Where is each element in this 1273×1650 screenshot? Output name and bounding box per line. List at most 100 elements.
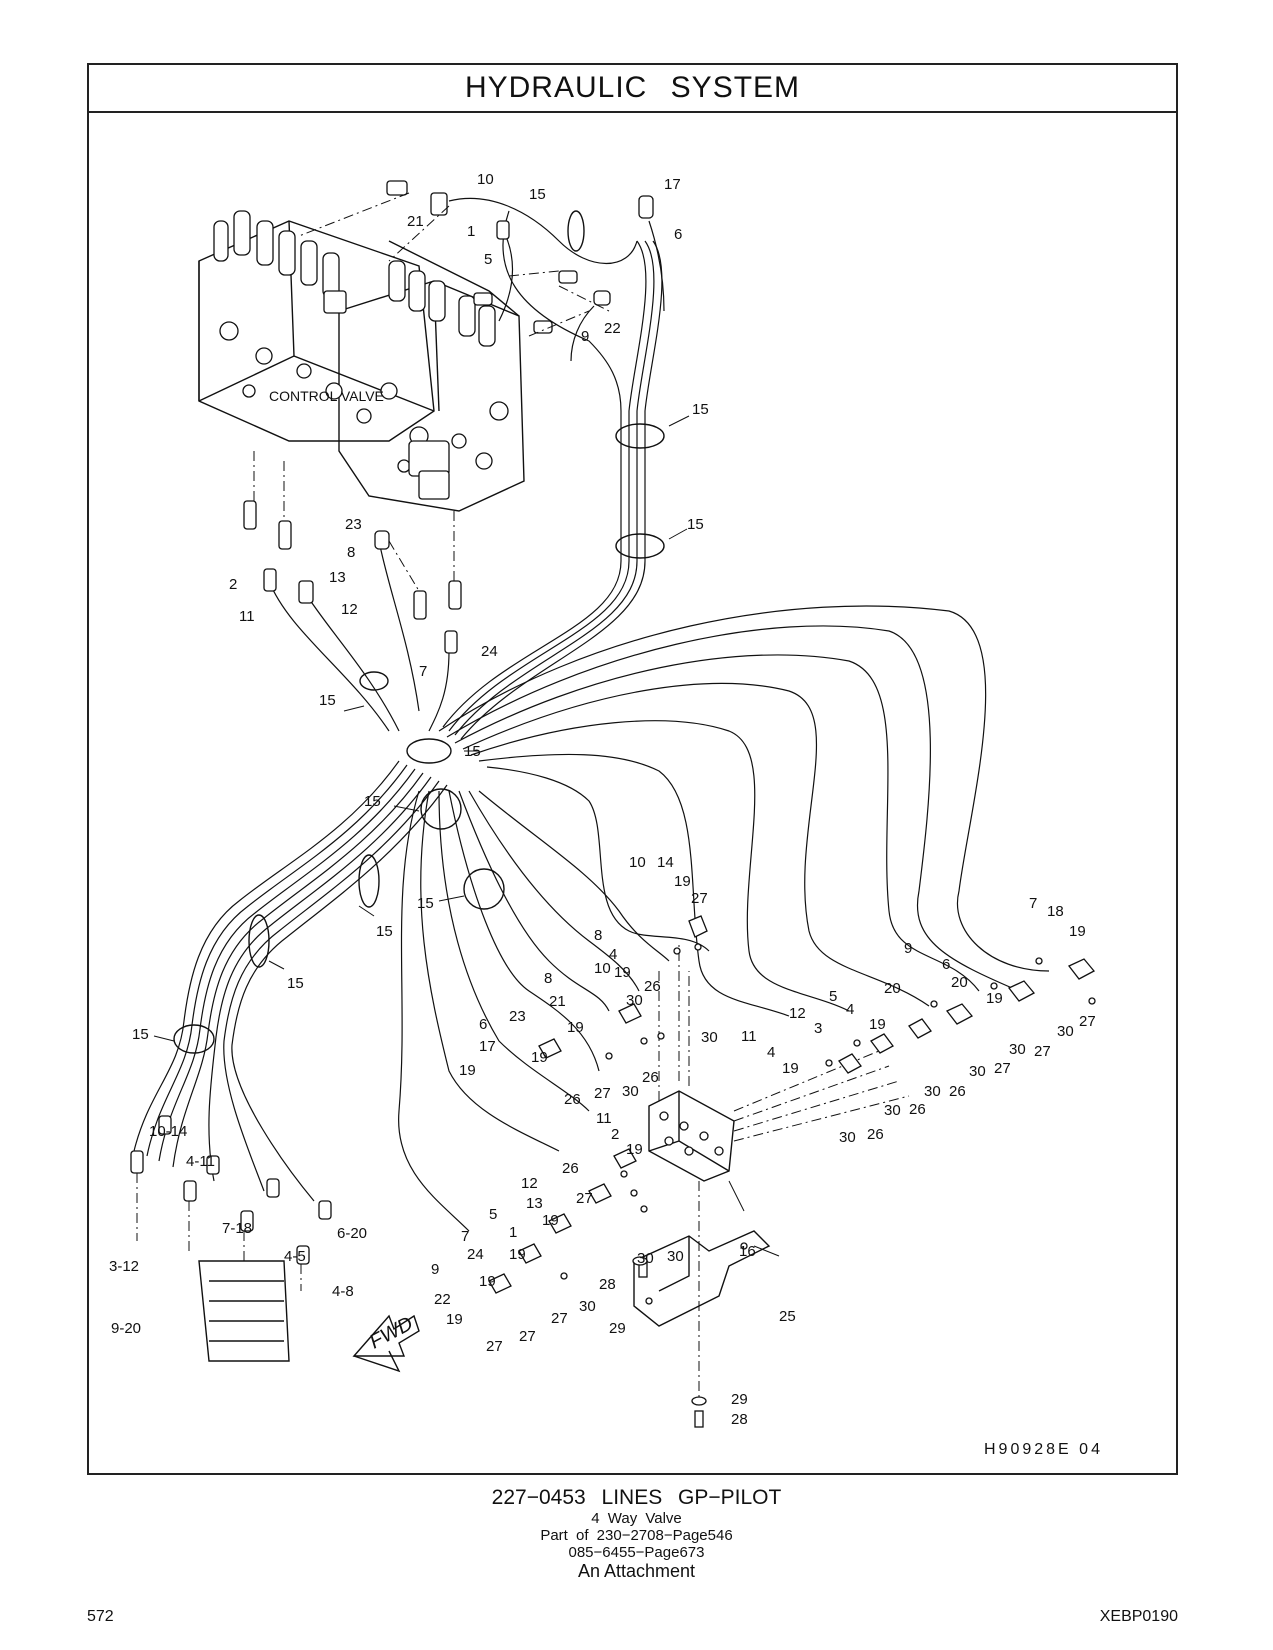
callout-2: 2 xyxy=(229,576,237,593)
document-code: XEBP0190 xyxy=(1099,1608,1178,1625)
caption-line-1: 4 Way Valve xyxy=(591,1510,682,1527)
callout-19: 19 xyxy=(626,1141,643,1158)
callout-27: 27 xyxy=(519,1328,536,1345)
callout-21: 21 xyxy=(407,213,424,230)
callout-21: 21 xyxy=(549,993,566,1010)
callout-27: 27 xyxy=(691,890,708,907)
leader-lines xyxy=(153,415,780,1257)
callout-18: 18 xyxy=(1047,903,1064,920)
callout-12: 12 xyxy=(341,601,358,618)
title-bar: HYDRAULIC SYSTEM xyxy=(89,65,1176,113)
callout-19: 19 xyxy=(782,1060,799,1077)
callout-7-18: 7-18 xyxy=(222,1220,252,1237)
callout-15: 15 xyxy=(417,895,434,912)
fwd-label: FWD xyxy=(366,1313,417,1354)
callout-30: 30 xyxy=(884,1102,901,1119)
callout-29: 29 xyxy=(731,1391,748,1408)
callout-7: 7 xyxy=(1029,895,1037,912)
callout-3: 3 xyxy=(814,1020,822,1037)
callout-19: 19 xyxy=(674,873,691,890)
callout-7: 7 xyxy=(461,1228,469,1245)
callout-26: 26 xyxy=(867,1126,884,1143)
callout-19: 19 xyxy=(479,1273,496,1290)
callout-15: 15 xyxy=(364,793,381,810)
callout-15: 15 xyxy=(132,1026,149,1043)
callout-4-5: 4-5 xyxy=(284,1248,306,1265)
callout-19: 19 xyxy=(531,1049,548,1066)
callout-4: 4 xyxy=(767,1044,775,1061)
callout-10: 10 xyxy=(477,171,494,188)
callout-11: 11 xyxy=(239,608,255,625)
callout-6: 6 xyxy=(942,956,950,973)
callout-4: 4 xyxy=(846,1001,854,1018)
callout-26: 26 xyxy=(909,1101,926,1118)
callout-15: 15 xyxy=(692,401,709,418)
callout-20: 20 xyxy=(951,974,968,991)
callout-22: 22 xyxy=(434,1291,451,1308)
drawing-code: H90928E 04 xyxy=(984,1441,1103,1458)
callout-1: 1 xyxy=(509,1224,517,1241)
callout-19: 19 xyxy=(459,1062,476,1079)
callout-30: 30 xyxy=(839,1129,856,1146)
callout-29: 29 xyxy=(609,1320,626,1337)
callout-27: 27 xyxy=(551,1310,568,1327)
callout-13: 13 xyxy=(329,569,346,586)
fwd-arrow xyxy=(352,1314,420,1373)
callout-30: 30 xyxy=(667,1248,684,1265)
callout-30: 30 xyxy=(622,1083,639,1100)
callout-6-20: 6-20 xyxy=(337,1225,367,1242)
callout-8: 8 xyxy=(594,927,602,944)
callout-15: 15 xyxy=(529,186,546,203)
mid-left-fittings xyxy=(243,451,462,654)
callout-13: 13 xyxy=(526,1195,543,1212)
callouts: 10 21 15 1 7 6 1 5 22 9 15 15 2 3 8 2 11 1… xyxy=(109,171,1096,1428)
callout-25: 25 xyxy=(779,1308,796,1325)
callout-12: 12 xyxy=(521,1175,538,1192)
callout-24: 24 xyxy=(481,643,498,660)
callout-19: 19 xyxy=(542,1212,559,1229)
callout-8: 8 xyxy=(544,970,552,987)
callout-10: 10 xyxy=(594,960,611,977)
caption-line-4: An Attachment xyxy=(577,1561,696,1581)
callout-19: 19 xyxy=(1069,923,1086,940)
right-side-fittings xyxy=(488,915,1096,1294)
callout-27: 27 xyxy=(486,1338,503,1355)
callout-26: 26 xyxy=(564,1091,581,1108)
callout-15: 15 xyxy=(464,743,481,760)
control-valve-label: CONTROL VALVE xyxy=(269,388,384,404)
callout-1: 1 xyxy=(467,223,475,240)
callout-26: 26 xyxy=(644,978,661,995)
callout-30: 30 xyxy=(924,1083,941,1100)
lower-left-fittings xyxy=(130,1115,332,1362)
callout-4: 4 xyxy=(609,946,617,963)
callout-11: 11 xyxy=(596,1110,612,1127)
callout-15: 15 xyxy=(687,516,704,533)
callout-30: 30 xyxy=(626,992,643,1009)
diagram-frame: HYDRAULIC SYSTEM xyxy=(87,63,1178,1475)
callout-27: 27 xyxy=(1034,1043,1051,1060)
callout-30: 30 xyxy=(579,1298,596,1315)
callout-4-8: 4-8 xyxy=(332,1283,354,1300)
callout-22: 22 xyxy=(604,320,621,337)
caption-block: 227−0453 LINES GP−PILOT 4 Way Valve Part… xyxy=(0,1486,1273,1582)
caption-title: 227−0453 LINES GP−PILOT xyxy=(491,1486,782,1509)
callout-4-11: 4-11 xyxy=(186,1153,215,1170)
four-way-valve xyxy=(648,941,910,1401)
callout-5: 5 xyxy=(829,988,837,1005)
callout-6: 6 xyxy=(479,1016,487,1033)
callout-26: 26 xyxy=(642,1069,659,1086)
bracket xyxy=(632,1230,771,1428)
callout-26: 26 xyxy=(562,1160,579,1177)
callout-19: 19 xyxy=(567,1019,584,1036)
callout-19: 19 xyxy=(869,1016,886,1033)
callout-19: 19 xyxy=(614,964,631,981)
hydraulic-diagram: CONTROL VALVE xyxy=(109,171,1103,1458)
callout-16: 16 xyxy=(739,1243,756,1260)
callout-19: 19 xyxy=(509,1246,526,1263)
callout-2: 2 xyxy=(611,1126,619,1143)
callout-15: 15 xyxy=(319,692,336,709)
callout-27: 27 xyxy=(1079,1013,1096,1030)
callout-9: 9 xyxy=(431,1261,439,1278)
caption-line-3: 085−6455−Page673 xyxy=(568,1544,705,1561)
callout-26: 26 xyxy=(949,1083,966,1100)
